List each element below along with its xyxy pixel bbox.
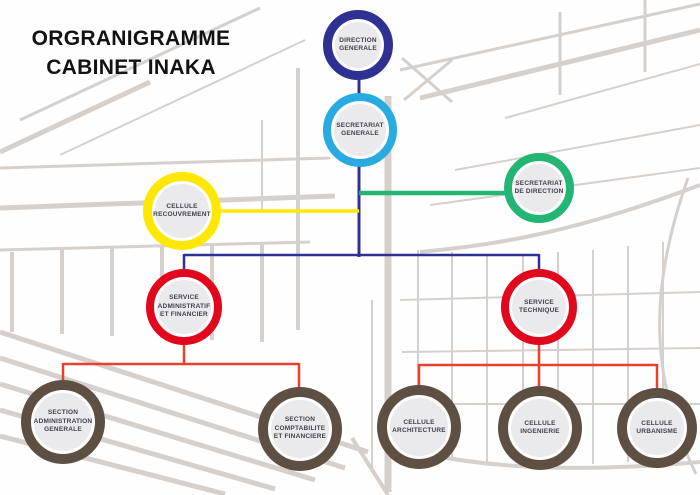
title-line-1: ORGRANIGRAMME	[31, 27, 231, 50]
page-title: ORGRANIGRAMME CABINET INAKA	[18, 24, 244, 83]
title-line-2: CABINET INAKA	[46, 56, 216, 80]
